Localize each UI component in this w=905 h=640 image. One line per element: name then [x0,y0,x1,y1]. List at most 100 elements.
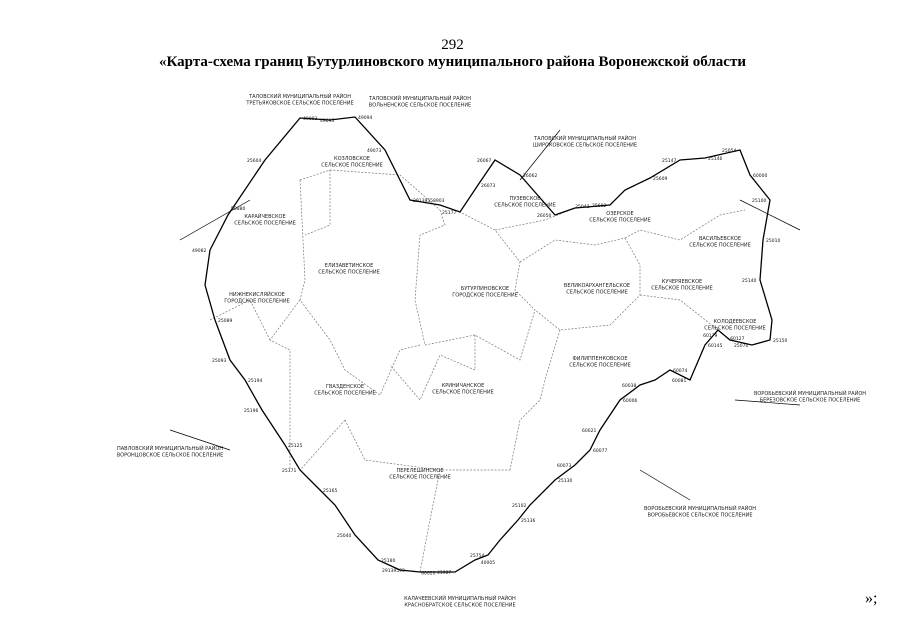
settlement-border [414,209,536,361]
neighbor-border [734,399,801,406]
svg-text:СЕЛЬСКОЕ ПОСЕЛЕНИЕ: СЕЛЬСКОЕ ПОСЕЛЕНИЕ [689,243,751,249]
svg-text:КАЛАЧЕЕВСКИЙ МУНИЦИПАЛЬНЫЙ РАЙ: КАЛАЧЕЕВСКИЙ МУНИЦИПАЛЬНЫЙ РАЙОН [404,595,516,602]
neighbor-border [519,129,561,181]
svg-text:КРИНИЧАНСКОЕ: КРИНИЧАНСКОЕ [442,383,485,389]
neighbor-label: ТАЛОВСКИЙ МУНИЦИПАЛЬНЫЙ РАЙОНТРЕТЬЯКОВСК… [245,93,353,107]
settlement-border [209,299,271,341]
svg-text:ФИЛИППЕНКОВСКОЕ: ФИЛИППЕНКОВСКОЕ [572,356,627,362]
neighbor-border [169,429,231,451]
svg-text:СЕЛЬСКОЕ ПОСЕЛЕНИЕ: СЕЛЬСКОЕ ПОСЕЛЕНИЕ [318,270,380,276]
svg-text:НИЖНЕКИСЛЯЙСКОЕ: НИЖНЕКИСЛЯЙСКОЕ [229,291,285,298]
boundary-point-label: 29139593 [382,568,405,574]
svg-text:ТАЛОВСКИЙ МУНИЦИПАЛЬНЫЙ РАЙОН: ТАЛОВСКИЙ МУНИЦИПАЛЬНЫЙ РАЙОН [533,135,636,142]
svg-text:ПЕРЕЛЕШИНСКОЕ: ПЕРЕЛЕШИНСКОЕ [397,468,444,474]
neighbor-label: КАЛАЧЕЕВСКИЙ МУНИЦИПАЛЬНЫЙ РАЙОНКРАСНОБР… [404,595,516,609]
settlement-border [519,237,626,263]
boundary-point-label: 60145 [708,343,722,349]
neighbor-borders [169,129,801,501]
boundary-point-label: 60073 [557,463,571,469]
boundary-point-label: 25171 [282,468,296,474]
boundary-point-label: 50880 [231,206,245,212]
boundary-point-label: 25604 [247,158,261,164]
settlement-border [304,170,331,236]
svg-text:ТАЛОВСКИЙ МУНИЦИПАЛЬНЫЙ РАЙОН: ТАЛОВСКИЙ МУНИЦИПАЛЬНЫЙ РАЙОН [248,93,351,100]
neighbor-border [639,469,691,501]
svg-text:БУТУРЛИНОВСКОЕ: БУТУРЛИНОВСКОЕ [461,286,509,292]
boundary-point-label: 26067 [477,158,491,164]
boundary-point-label: 25136 [521,518,535,524]
boundary-point-label: 49095 [320,118,334,124]
boundary-point-label: 49073 [367,148,381,154]
boundary-point-label: 25754 [470,553,484,559]
boundary-point-label: 25130 [558,478,572,484]
boundary-point-label: 26073 [481,183,495,189]
svg-text:КАРАЙЧЕВСКОЕ: КАРАЙЧЕВСКОЕ [244,213,285,220]
svg-text:БЕРЕЗОВСКОЕ СЕЛЬСКОЕ ПОСЕЛЕНИЕ: БЕРЕЗОВСКОЕ СЕЛЬСКОЕ ПОСЕЛЕНИЕ [760,398,861,404]
boundary-point-label: 49082 [192,248,206,254]
svg-text:СЕЛЬСКОЕ ПОСЕЛЕНИЕ: СЕЛЬСКОЕ ПОСЕЛЕНИЕ [234,221,296,227]
boundary-point-label: 25165 [323,488,337,494]
boundary-point-label: 25180 [381,558,395,564]
svg-text:СЕЛЬСКОЕ ПОСЕЛЕНИЕ: СЕЛЬСКОЕ ПОСЕЛЕНИЕ [494,203,556,209]
boundary-point-label: 49093 [303,116,317,122]
svg-text:ВОРОНЦОВСКОЕ СЕЛЬСКОЕ ПОСЕЛЕНИ: ВОРОНЦОВСКОЕ СЕЛЬСКОЕ ПОСЕЛЕНИЕ [117,453,224,459]
boundary-point-label: 60074 [673,368,687,374]
boundary-point-label: 60000 [753,173,767,179]
svg-text:ВОРОБЬЕВСКИЙ МУНИЦИПАЛЬНЫЙ РАЙ: ВОРОБЬЕВСКИЙ МУНИЦИПАЛЬНЫЙ РАЙОН [644,505,756,512]
svg-text:КРАСНОБРАТСКОЕ СЕЛЬСКОЕ ПОСЕЛЕ: КРАСНОБРАТСКОЕ СЕЛЬСКОЕ ПОСЕЛЕНИЕ [404,603,515,609]
svg-text:СЕЛЬСКОЕ ПОСЕЛЕНИЕ: СЕЛЬСКОЕ ПОСЕЛЕНИЕ [589,218,651,224]
svg-text:КОЛОДЕЕВСКОЕ: КОЛОДЕЕВСКОЕ [714,319,757,325]
neighbor-label: ТАЛОВСКИЙ МУНИЦИПАЛЬНЫЙ РАЙОНВОЛЬНЕНСКОЕ… [368,95,471,109]
svg-text:ОЗЕРСКОЕ: ОЗЕРСКОЕ [606,211,633,217]
neighbor-label: ТАЛОВСКИЙ МУНИЦИПАЛЬНЫЙ РАЙОНШИРОКОВСКОЕ… [533,135,637,149]
boundary-point-label: 60021 [582,428,596,434]
settlement-border [509,329,561,471]
settlement-border [389,335,476,401]
page-number: 292 [441,37,464,53]
svg-text:ВАСИЛЬЕВСКОЕ: ВАСИЛЬЕВСКОЕ [699,236,741,242]
boundary-point-label: 25194 [248,378,262,384]
settlement-border [299,299,421,396]
svg-text:ТРЕТЬЯКОВСКОЕ СЕЛЬСКОЕ ПОСЕЛЕН: ТРЕТЬЯКОВСКОЕ СЕЛЬСКОЕ ПОСЕЛЕНИЕ [245,101,353,107]
svg-text:ВОРОБЬЕВСКИЙ МУНИЦИПАЛЬНЫЙ РАЙ: ВОРОБЬЕВСКИЙ МУНИЦИПАЛЬНЫЙ РАЙОН [754,390,866,397]
svg-text:СЕЛЬСКОЕ ПОСЕЛЕНИЕ: СЕЛЬСКОЕ ПОСЕЛЕНИЕ [704,326,766,332]
svg-text:ГВАЗДЕНСКОЕ: ГВАЗДЕНСКОЕ [326,384,364,390]
boundary-point-label: 60077 [593,448,607,454]
boundary-point-label: 25089 [218,318,232,324]
neighbor-label: ВОРОБЬЕВСКИЙ МУНИЦИПАЛЬНЫЙ РАЙОНБЕРЕЗОВС… [754,390,866,404]
settlement-border [299,169,441,211]
svg-text:ГОРОДСКОЕ ПОСЕЛЕНИЕ: ГОРОДСКОЕ ПОСЕЛЕНИЕ [452,293,518,299]
neighbor-border [179,199,251,241]
svg-text:СЕЛЬСКОЕ ПОСЕЛЕНИЕ: СЕЛЬСКОЕ ПОСЕЛЕНИЕ [432,390,494,396]
svg-text:ГОРОДСКОЕ ПОСЕЛЕНИЕ: ГОРОДСКОЕ ПОСЕЛЕНИЕ [224,299,290,305]
boundary-point-label: 25140 [742,278,756,284]
boundary-point-label: 29139558903 [413,198,445,204]
neighbor-label: ВОРОБЬЕВСКИЙ МУНИЦИПАЛЬНЫЙ РАЙОНВОРОБЬЕВ… [644,505,756,519]
page-title: «Карта-схема границ Бутурлиновского муни… [159,54,746,70]
svg-text:ТАЛОВСКИЙ МУНИЦИПАЛЬНЫЙ РАЙОН: ТАЛОВСКИЙ МУНИЦИПАЛЬНЫЙ РАЙОН [368,95,471,102]
svg-text:СЕЛЬСКОЕ ПОСЕЛЕНИЕ: СЕЛЬСКОЕ ПОСЕЛЕНИЕ [321,163,383,169]
settlement-border [534,237,641,331]
svg-text:СЕЛЬСКОЕ ПОСЕЛЕНИЕ: СЕЛЬСКОЕ ПОСЕЛЕНИЕ [569,363,631,369]
district-boundary [204,116,773,573]
boundary-point-label: 25100 [752,198,766,204]
boundary-point-label: 25177 [442,210,456,216]
boundary-point-label: 25146 [708,156,722,162]
boundary-point-label: 60081 [672,378,686,384]
boundary-point-label: 25609 [653,176,667,182]
svg-text:ПУЗЕВСКОЕ: ПУЗЕВСКОЕ [510,196,541,202]
